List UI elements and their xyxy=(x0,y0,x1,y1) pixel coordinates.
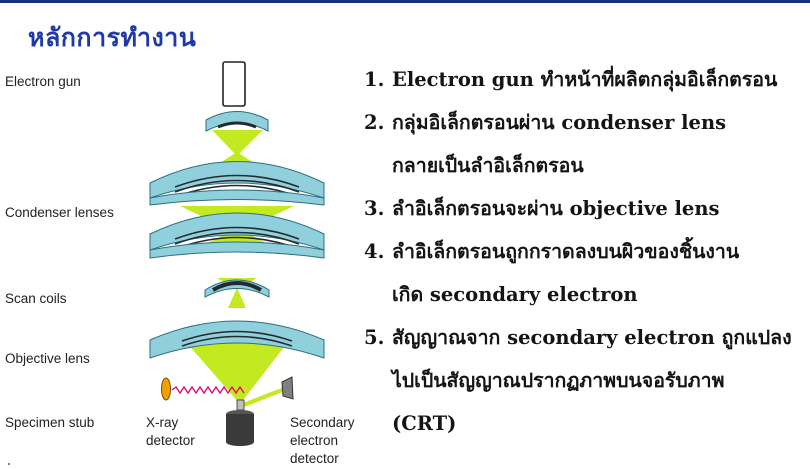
label-xray-detector: X-ray detector xyxy=(146,414,195,450)
condenser-lens-1-icon xyxy=(149,161,325,206)
step-text: ลำอิเล็กตรอนจะผ่าน objective lens xyxy=(392,197,720,220)
label-electron-gun: Electron gun xyxy=(5,74,81,89)
gun-lens-icon xyxy=(205,111,269,132)
step-text: กลุ่มอิเล็กตรอนผ่าน condenser lens กลายเ… xyxy=(392,111,727,177)
step-item: 2. กลุ่มอิเล็กตรอนผ่าน condenser lens กล… xyxy=(364,101,804,187)
secondary-signal-icon xyxy=(240,387,285,408)
step-item: 5. สัญญาณจาก secondary electron ถูกแปลง … xyxy=(364,316,804,445)
step-text: สัญญาณจาก secondary electron ถูกแปลง ไปเ… xyxy=(392,326,792,435)
step-item: 3. ลำอิเล็กตรอนจะผ่าน objective lens xyxy=(364,187,804,230)
label-secondary-detector-line3: detector xyxy=(290,451,339,466)
label-objective-lens: Objective lens xyxy=(5,351,90,366)
label-xray-detector-line2: detector xyxy=(146,433,195,448)
step-item: 1. Electron gun ทำหน้าที่ผลิตกลุ่มอิเล็ก… xyxy=(364,58,804,101)
label-secondary-detector: Secondary electron detector xyxy=(290,414,355,468)
step-number: 5. xyxy=(364,326,385,349)
xray-detector-icon xyxy=(161,377,245,401)
electron-gun-icon xyxy=(222,61,246,107)
label-secondary-detector-line1: Secondary xyxy=(290,415,355,430)
step-number: 1. xyxy=(364,68,385,91)
scan-coils-icon xyxy=(204,279,270,298)
label-scan-coils: Scan coils xyxy=(5,291,67,306)
top-rule xyxy=(0,0,810,3)
steps-list: 1. Electron gun ทำหน้าที่ผลิตกลุ่มอิเล็ก… xyxy=(364,58,804,445)
page-title: หลักการทำงาน xyxy=(28,23,197,52)
step-text: ลำอิเล็กตรอนถูกกราดลงบนผิวของชิ้นงาน เกิ… xyxy=(392,240,740,306)
step-number: 4. xyxy=(364,240,385,263)
step-text: Electron gun ทำหน้าที่ผลิตกลุ่มอิเล็กตรอ… xyxy=(392,68,778,91)
secondary-detector-icon xyxy=(281,376,294,400)
specimen-stub-icon xyxy=(226,399,254,446)
sem-diagram xyxy=(8,61,325,465)
corner-dot xyxy=(8,463,10,465)
step-number: 3. xyxy=(364,197,385,220)
objective-lens-icon xyxy=(149,320,325,359)
label-specimen-stub: Specimen stub xyxy=(5,415,95,430)
label-secondary-detector-line2: electron xyxy=(290,433,339,448)
condenser-lens-2-icon xyxy=(149,212,325,259)
label-condenser-lenses: Condenser lenses xyxy=(5,205,114,220)
step-item: 4. ลำอิเล็กตรอนถูกกราดลงบนผิวของชิ้นงาน … xyxy=(364,230,804,316)
label-xray-detector-line1: X-ray xyxy=(146,415,179,430)
step-number: 2. xyxy=(364,111,385,134)
